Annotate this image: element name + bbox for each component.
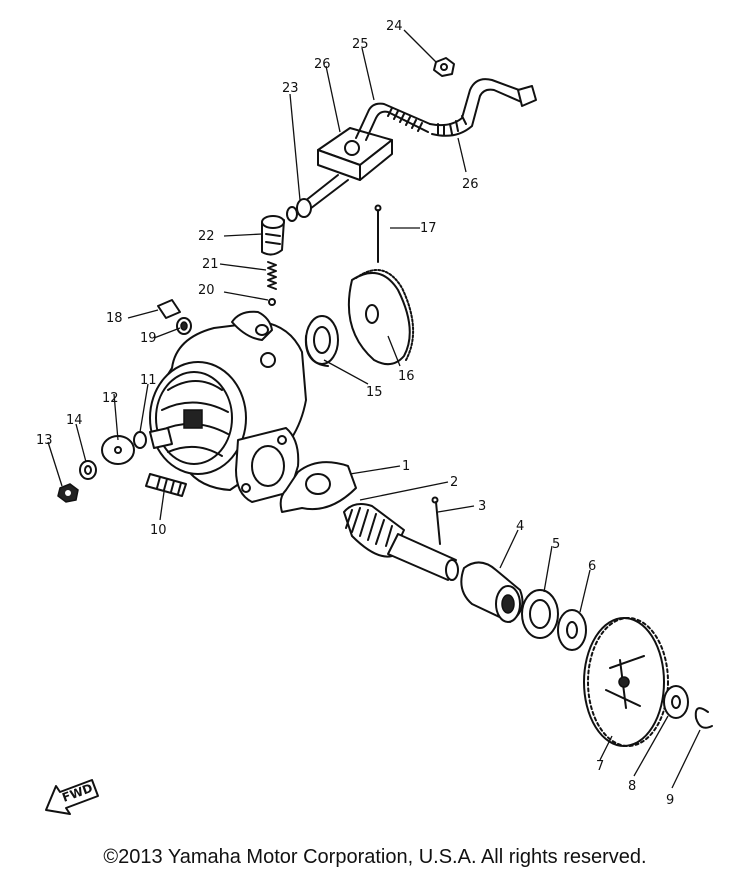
callout-18: 18 — [106, 311, 123, 326]
leader-lines — [47, 29, 701, 789]
callout-24: 25 — [352, 37, 369, 52]
callout-14: 14 — [66, 413, 83, 428]
part-4-collar — [460, 561, 524, 623]
callout-4: 4 — [516, 519, 524, 534]
callout-21: 21 — [202, 257, 219, 272]
part-8-washer — [663, 685, 689, 719]
part-12-plate — [101, 435, 135, 465]
callout-7: 7 — [596, 759, 604, 774]
part-24-pipe — [355, 102, 431, 141]
callout-5: 5 — [552, 537, 560, 552]
callout-1: 1 — [402, 459, 410, 474]
part-20-21-spring — [267, 261, 277, 306]
part-26-hose — [429, 78, 537, 137]
part-17-pin — [374, 204, 382, 263]
part-19-washer — [176, 317, 192, 335]
part-23-nut-top — [433, 57, 455, 77]
callout-12: 12 — [102, 391, 119, 406]
callout-26: 26 — [462, 177, 479, 192]
part-9-circlip — [694, 707, 713, 729]
part-11-washer — [133, 431, 147, 449]
part-15-bearing — [304, 315, 339, 367]
callout-11: 11 — [140, 373, 157, 388]
part-14-washer — [79, 460, 97, 480]
part-25-fitting — [317, 127, 393, 181]
callout-16: 16 — [398, 369, 415, 384]
fwd-arrow-icon: FWD — [45, 779, 99, 815]
part-3-pin — [431, 496, 441, 545]
callout-19: 19 — [140, 331, 157, 346]
callout-13: 13 — [36, 433, 53, 448]
callout-17: 17 — [420, 221, 437, 236]
callout-10: 10 — [150, 523, 167, 538]
part-5-bearing — [521, 589, 559, 639]
callout-15: 15 — [366, 385, 383, 400]
callout-8: 8 — [628, 779, 636, 794]
part-2-worm-shaft — [343, 503, 459, 581]
part-6-washer — [557, 609, 587, 651]
part-13-nut — [57, 483, 79, 503]
part-10-screw — [145, 473, 187, 497]
callout-22: 22 — [198, 229, 215, 244]
callout-20: 20 — [198, 283, 215, 298]
callout-25: 26 — [314, 57, 331, 72]
oil-line-assembly — [261, 57, 537, 306]
callout-9: 9 — [666, 793, 674, 808]
callout-2: 2 — [450, 475, 458, 490]
callout-labels: 24 25 26 23 26 22 17 21 20 18 19 16 15 1… — [36, 19, 674, 808]
part-23-washer-lower — [286, 198, 312, 222]
callout-6: 6 — [588, 559, 596, 574]
part-16-gear — [347, 269, 415, 366]
callout-3: 3 — [478, 499, 486, 514]
copyright-notice: ©2013 Yamaha Motor Corporation, U.S.A. A… — [103, 846, 647, 868]
callout-23-lower: 23 — [282, 81, 299, 96]
part-18-bolt — [157, 299, 181, 319]
part-7-gear — [583, 617, 669, 747]
part-22-banjo-bolt — [261, 215, 285, 256]
oil-pump-body — [149, 310, 307, 503]
part-1-gasket — [279, 461, 357, 513]
callout-23-top: 24 — [386, 19, 403, 34]
